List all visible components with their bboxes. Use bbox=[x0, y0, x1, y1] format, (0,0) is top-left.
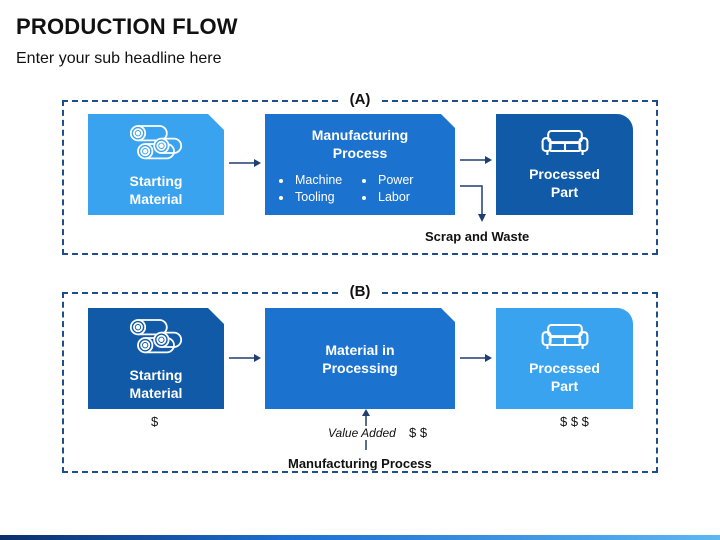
arrow-start-to-processing-b bbox=[229, 354, 261, 362]
panel-a-label: (A) bbox=[341, 91, 379, 108]
arrow-mfg-to-part-a bbox=[460, 156, 492, 164]
arrow-processing-to-part-b bbox=[460, 354, 492, 362]
starting-cost-label: $ bbox=[151, 414, 159, 429]
processing-cost-label: $ $ bbox=[409, 425, 428, 440]
page-subtitle: Enter your sub headline here bbox=[16, 50, 222, 67]
list-item-labor: Labor bbox=[360, 189, 443, 206]
wood-logs-icon bbox=[129, 122, 183, 166]
list-item-power: Power bbox=[360, 172, 443, 189]
list-item-tooling: Tooling bbox=[277, 189, 360, 206]
part-cost-label: $ $ $ bbox=[560, 414, 589, 429]
bottom-accent-bar bbox=[0, 535, 720, 540]
manufacturing-inputs-list: Machine Power Tooling Labor bbox=[265, 172, 455, 206]
arrow-to-scrap bbox=[460, 185, 486, 222]
page-title: PRODUCTION FLOW bbox=[16, 14, 238, 39]
value-added-tick bbox=[365, 440, 367, 450]
wood-logs-icon bbox=[129, 316, 183, 360]
arrow-start-to-mfg-a bbox=[229, 159, 261, 167]
panel-a: (A) bbox=[62, 91, 658, 255]
panel-b: (B) bbox=[62, 283, 658, 473]
panel-b-label: (B) bbox=[341, 283, 379, 300]
value-added-label: Value Added bbox=[328, 426, 396, 440]
manufacturing-process-footer: Manufacturing Process bbox=[288, 456, 432, 471]
list-item-machine: Machine bbox=[277, 172, 360, 189]
sofa-icon bbox=[541, 129, 589, 157]
scrap-and-waste-label: Scrap and Waste bbox=[425, 229, 530, 244]
value-added-arrow bbox=[362, 409, 370, 426]
sofa-icon bbox=[541, 323, 589, 351]
